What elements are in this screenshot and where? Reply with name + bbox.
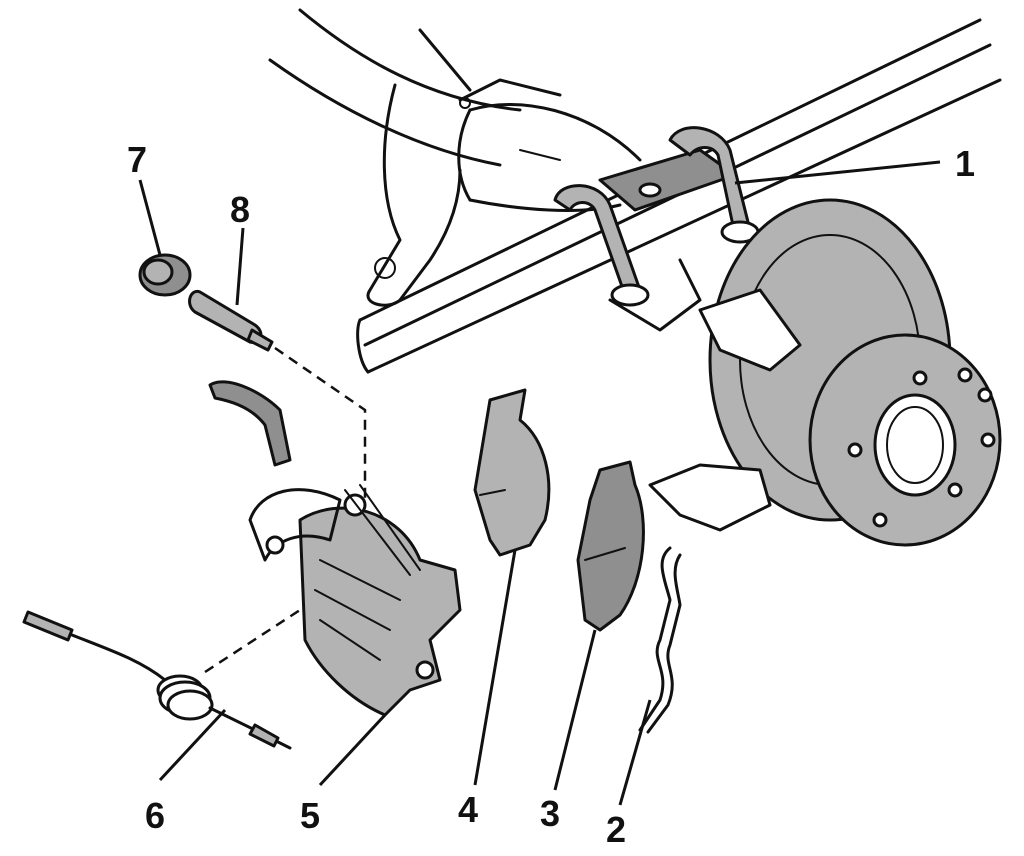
leader-3	[553, 629, 597, 791]
part-4-brake-pad	[473, 388, 551, 557]
part-5-brake-caliper	[208, 380, 462, 717]
callout-1: 1	[955, 143, 975, 184]
part-6-wear-sensor	[22, 610, 292, 750]
leader-8	[235, 227, 245, 306]
callout-6: 6	[145, 795, 165, 836]
callout-3: 3	[540, 793, 560, 834]
callout-labels: 1 2 3 4 5 6 7 8	[127, 139, 975, 850]
callout-4: 4	[458, 789, 478, 830]
callout-7: 7	[127, 139, 147, 180]
leader-4	[473, 549, 517, 786]
leader-7	[138, 179, 162, 256]
brake-disc-hub	[648, 198, 1002, 547]
part-3-brake-pad	[576, 460, 645, 632]
callout-8: 8	[230, 189, 250, 230]
part-2-anti-rattle-spring	[638, 546, 682, 734]
callout-5: 5	[300, 795, 320, 836]
leader-2	[618, 699, 652, 806]
leader-5	[318, 713, 387, 787]
assembly-dashed-line-8	[274, 346, 367, 500]
leader-6	[158, 708, 227, 782]
leader-1	[734, 160, 941, 185]
leader-lines	[138, 160, 941, 806]
part-7-rubber-cap	[138, 253, 192, 297]
callout-2: 2	[606, 809, 626, 850]
axle-line-art	[268, 8, 1002, 374]
u-bolt-1	[553, 126, 760, 332]
assembly-dashed-line-6	[204, 608, 301, 674]
part-8-guide-pin	[188, 289, 274, 352]
